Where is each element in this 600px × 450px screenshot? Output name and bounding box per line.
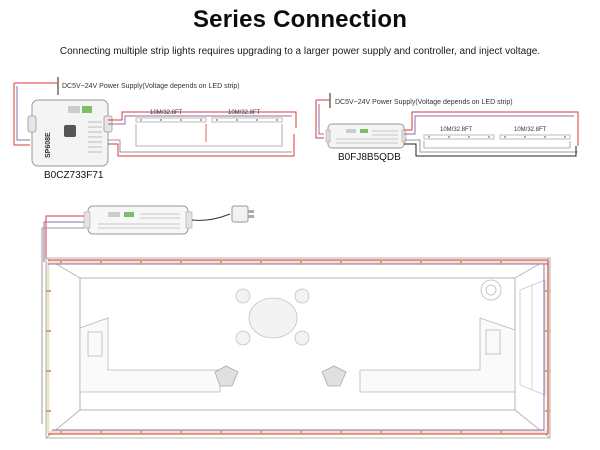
left-controller-brand: SP608E — [45, 132, 52, 158]
page-subtitle: Connecting multiple strip lights require… — [59, 46, 541, 57]
bottom-feed-wires — [41, 215, 84, 424]
controller-text-lines — [88, 121, 102, 153]
lamps — [214, 365, 347, 387]
room-led-strip-wires — [48, 259, 549, 435]
stools — [235, 288, 310, 346]
left-output-wires — [108, 111, 297, 157]
room-led-chips — [46, 260, 550, 435]
left-model-number: B0CZ733F71 — [44, 170, 104, 181]
ceiling-light-icon — [480, 279, 502, 301]
sofa-right — [359, 317, 516, 393]
left-power-cable — [13, 77, 59, 146]
left-strip-2 — [211, 117, 283, 123]
right-wall-window — [519, 279, 546, 396]
left-series-diagram: DC5V~24V Power Supply(Voltage depends on… — [13, 77, 297, 181]
power-adapter-icon — [231, 205, 254, 223]
page-title: Series Connection — [192, 6, 408, 33]
right-series-diagram: DC5V~24V Power Supply(Voltage depends on… — [315, 93, 579, 163]
right-strip-2-label: 10M/32.8FT — [514, 127, 547, 133]
right-strip-1 — [423, 134, 495, 140]
left-strip-1-label: 10M/32.8FT — [150, 110, 183, 116]
sofa-left — [79, 317, 221, 393]
left-strip-returns — [135, 124, 283, 147]
left-power-label: DC5V~24V Power Supply(Voltage depends on… — [62, 83, 240, 90]
adapter-cable — [191, 213, 231, 221]
right-model-number: B0FJ8B5QDB — [338, 152, 401, 163]
room-led-strip-band — [46, 260, 550, 434]
room-illustration — [41, 205, 551, 439]
room-walls — [45, 257, 551, 439]
bottom-controller-text-lines — [98, 213, 180, 229]
right-power-cable — [315, 93, 331, 139]
right-power-label: DC5V~24V Power Supply(Voltage depends on… — [335, 99, 513, 106]
right-strip-2 — [499, 134, 571, 140]
left-controller: SP608E — [27, 99, 113, 167]
coffee-table — [248, 297, 298, 339]
right-strip-1-label: 10M/32.8FT — [440, 127, 473, 133]
right-controller-text-lines — [336, 130, 398, 144]
left-strip-1 — [135, 117, 207, 123]
right-output-wires — [404, 111, 579, 157]
left-strip-2-label: 10M/32.8FT — [228, 110, 261, 116]
right-strip-returns — [423, 141, 571, 149]
right-controller — [325, 123, 407, 149]
bottom-controller — [83, 205, 193, 235]
